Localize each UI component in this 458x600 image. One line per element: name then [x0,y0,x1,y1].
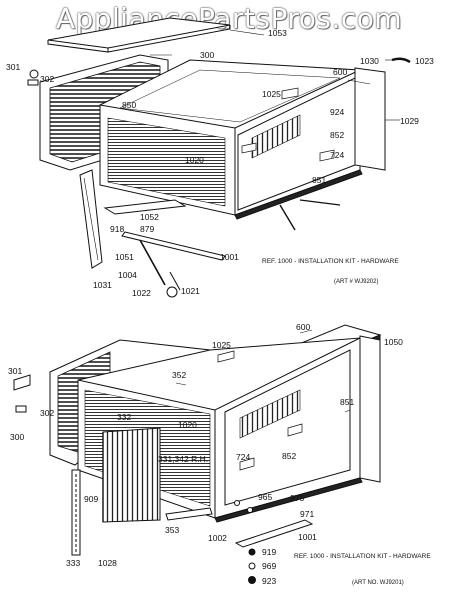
label-850: 850 [122,100,136,110]
label-724-bottom: 724 [236,452,250,462]
label-1001: 1001 [220,252,239,262]
label-352: 352 [172,370,186,380]
label-1025: 1025 [262,89,281,99]
label-301: 301 [6,62,20,72]
label-1023: 1023 [415,56,434,66]
label-353: 353 [165,525,179,535]
label-965: 965 [258,492,272,502]
label-919: 919 [262,547,276,557]
caption-top: REF. 1000 - INSTALLATION KIT - HARDWARE [262,258,399,265]
label-923: 923 [262,576,276,586]
label-1004: 1004 [118,270,137,280]
label-1001-bottom: 1001 [298,532,317,542]
top-assembly [27,17,411,298]
label-333: 333 [66,558,80,568]
label-1002: 1002 [208,533,227,543]
art-number-top: (ART # WJ9202) [334,279,378,285]
art-number-bottom: (ART NO. WJ9201) [352,580,404,586]
label-302-bottom: 302 [40,408,54,418]
label-331-342: 331,342 R.H. [158,454,208,464]
label-918: 918 [110,224,124,234]
label-1020: 1020 [185,155,204,165]
label-1028: 1028 [98,558,117,568]
label-975: 975 [290,493,304,503]
label-971: 971 [300,509,314,519]
label-879: 879 [140,224,154,234]
label-300-bottom: 300 [10,432,24,442]
label-851-bottom: 851 [340,397,354,407]
caption-bottom: REF. 1000 - INSTALLATION KIT - HARDWARE [294,553,431,560]
bottom-assembly [13,324,382,584]
label-302: 302 [40,74,54,84]
label-909: 909 [84,494,98,504]
label-1022: 1022 [132,288,151,298]
label-301-bottom: 301 [8,366,22,376]
label-1029: 1029 [400,116,419,126]
label-852: 852 [330,130,344,140]
bottom-labels: 600 1050 1025 301 352 302 851 332 300 10… [8,322,431,586]
label-1052: 1052 [140,212,159,222]
label-1050: 1050 [384,337,403,347]
label-1020-bottom: 1020 [178,420,197,430]
label-600: 600 [333,67,347,77]
label-851: 851 [312,175,326,185]
label-924: 924 [330,107,344,117]
label-969: 969 [262,561,276,571]
label-1025-bottom: 1025 [212,340,231,350]
label-1051: 1051 [115,252,134,262]
top-labels: 1053 301 302 300 850 600 1030 1023 1025 … [6,28,434,298]
label-1031: 1031 [93,280,112,290]
label-332: 332 [117,412,131,422]
label-1021: 1021 [181,286,200,296]
label-300: 300 [200,50,214,60]
label-724: 724 [330,150,344,160]
label-1053: 1053 [268,28,287,38]
label-600-bottom: 600 [296,322,310,332]
label-852-bottom: 852 [282,451,296,461]
label-1030: 1030 [360,56,379,66]
